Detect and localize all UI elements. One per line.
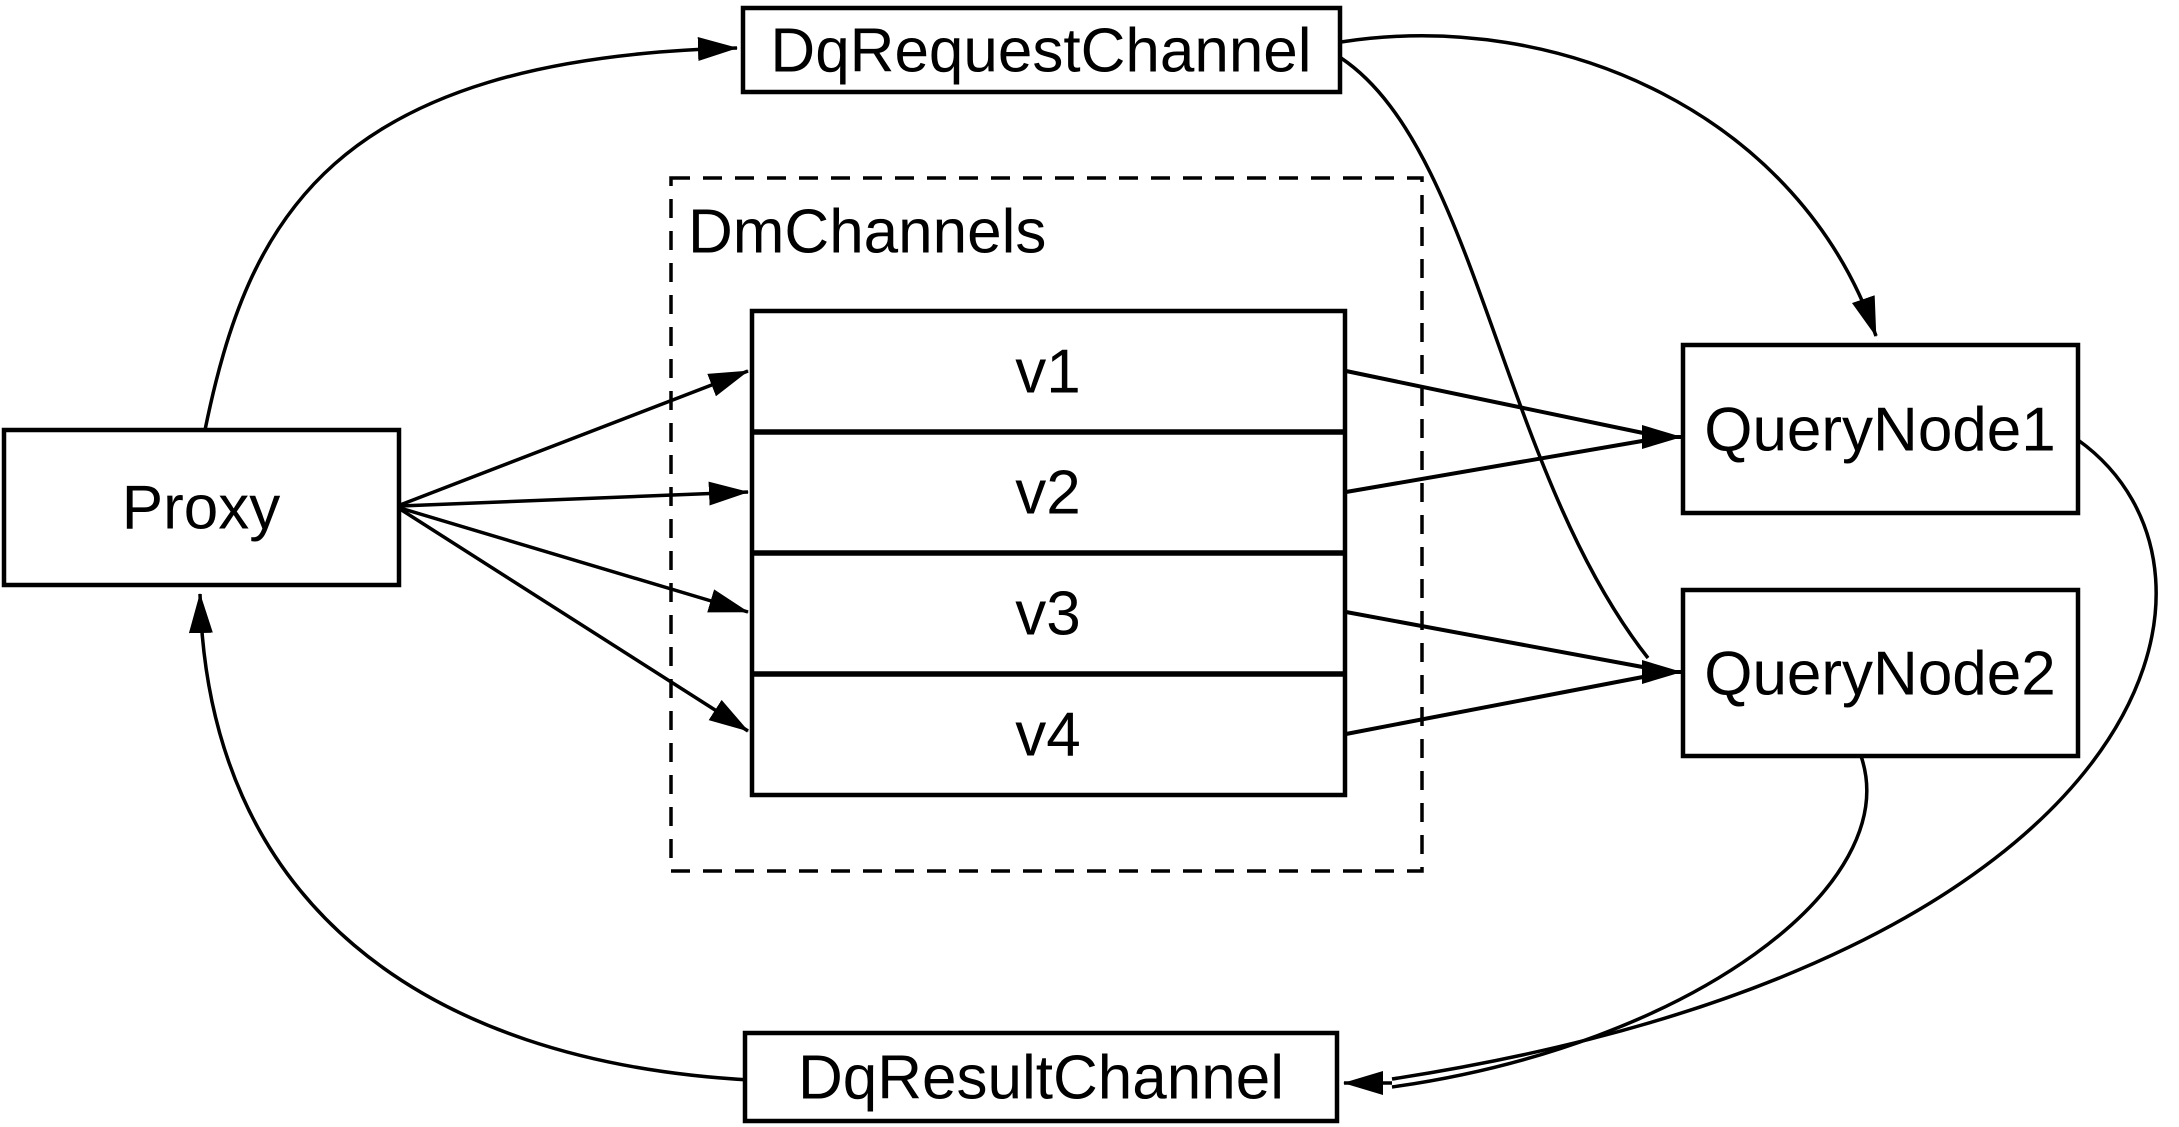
edge-dqrequestchannel-to-querynode2: [1340, 56, 1650, 660]
edge-proxy-to-v3: [399, 506, 749, 614]
querynode2-label: QueryNode2: [1704, 640, 2056, 709]
edge-v4-to-querynode2: [1345, 674, 1649, 736]
querynode2-node: QueryNode2: [1680, 587, 2081, 759]
dmchannels-label: DmChannels: [688, 198, 1046, 267]
dqrequestchannel-node: DqRequestChannel: [740, 5, 1343, 95]
edge-v1-to-querynode1: [1345, 369, 1649, 436]
edge-querynode2-to-dqresultchannel: [1391, 755, 1869, 1089]
dqresultchannel-node: DqResultChannel: [742, 1030, 1340, 1124]
edge-dqresultchannel-to-proxy: [188, 593, 751, 1082]
v1-label: v1: [1015, 338, 1080, 407]
v2-label: v2: [1015, 459, 1080, 528]
proxy-label: Proxy: [122, 474, 280, 543]
dqresultchannel-label: DqResultChannel: [798, 1044, 1284, 1113]
querynode1-label: QueryNode1: [1704, 396, 2056, 465]
dqrequestchannel-label: DqRequestChannel: [770, 17, 1311, 86]
v4-label: v4: [1015, 701, 1080, 770]
edge-v3-to-querynode2: [1345, 610, 1649, 670]
querynode1-node: QueryNode1: [1680, 342, 2081, 516]
edge-proxy-to-v1: [399, 369, 749, 507]
dqresultchannel-box: [742, 1030, 1340, 1124]
edge-proxy-to-v4: [399, 507, 749, 733]
v3-label: v3: [1015, 580, 1080, 649]
edge-v2-to-querynode1: [1345, 438, 1649, 494]
vchannel-stack: v1 v2 v3 v4: [749, 308, 1348, 798]
edge-dqrequestchannel-to-querynode1: [1340, 34, 1878, 337]
querynode1-box: [1680, 342, 2081, 516]
edges-layer: [188, 34, 2158, 1095]
proxy-node: Proxy: [1, 427, 402, 588]
dmchannels-border: [669, 176, 1424, 873]
edge-proxy-to-dqrequestchannel: [203, 36, 738, 431]
dqrequestchannel-box: [740, 5, 1343, 95]
querynode2-box: [1680, 587, 2081, 759]
edge-proxy-to-v2: [399, 481, 749, 508]
edge-querynode1-to-dqresultchannel: [1391, 438, 2158, 1081]
proxy-box: [1, 427, 402, 588]
dmchannels-group: DmChannels: [669, 176, 1424, 873]
